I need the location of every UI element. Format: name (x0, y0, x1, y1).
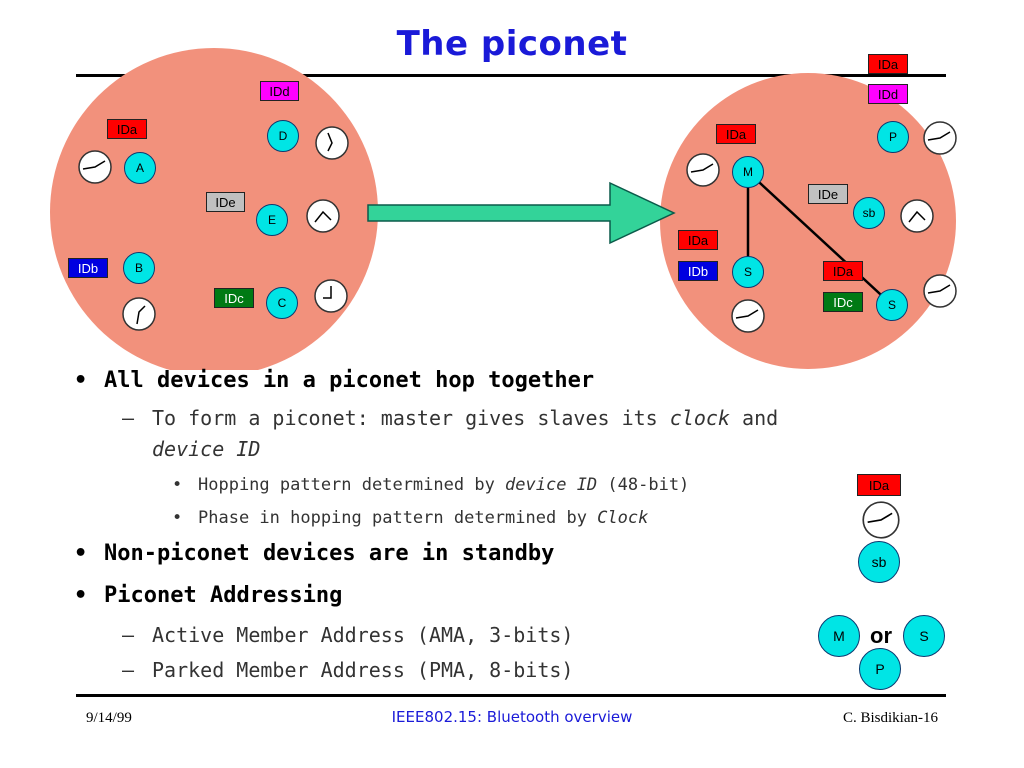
tag-idb: IDb (68, 258, 108, 278)
device-a: A (124, 152, 156, 184)
clock-icon (314, 279, 348, 313)
dash-marker: – (122, 623, 135, 647)
footer-title: IEEE802.15: Bluetooth overview (391, 708, 633, 726)
tag-idc: IDc (214, 288, 254, 308)
bullet-marker: • (172, 508, 183, 528)
legend-clock-icon (862, 501, 900, 539)
device-id-term: device ID (505, 475, 598, 495)
bullet-addressing: • Piconet Addressing (74, 583, 342, 608)
device-b: B (123, 252, 155, 284)
clock-icon (306, 199, 340, 233)
tag-idb-slave1: IDb (678, 261, 718, 281)
subsub-text: Phase in hopping pattern determined by (198, 508, 598, 528)
top-divider (76, 74, 946, 77)
bullet-text: All devices in a piconet hop together (104, 368, 595, 393)
device-p: P (877, 121, 909, 153)
subbullet-ama: –Active Member Address (AMA, 3-bits) (122, 623, 573, 647)
bullet-hop-together: • All devices in a piconet hop together (74, 368, 594, 393)
tag-ida-master: IDa (716, 124, 756, 144)
clock-icon (315, 126, 349, 160)
bullet-standby: • Non-piconet devices are in standby (74, 541, 554, 566)
dash-marker: – (122, 658, 135, 682)
legend-standby-node: sb (858, 541, 900, 583)
subbullet-form-piconet-line2: device ID (152, 437, 260, 461)
subbullet-text: Parked Member Address (PMA, 8-bits) (152, 658, 574, 682)
subbullet-text-cont: and (729, 406, 779, 430)
legend-ida-tag: IDa (857, 474, 901, 496)
tag-idd-top: IDd (868, 84, 908, 104)
device-slave1: S (732, 256, 764, 288)
bullet-marker: • (172, 475, 183, 495)
clock-icon (78, 150, 112, 184)
footer-page-number: C. Bisdikian-16 (842, 710, 938, 726)
legend-slave-node: S (903, 615, 945, 657)
legend-parked-node: P (859, 648, 901, 690)
tag-ide-standby: IDe (808, 184, 848, 204)
subsubbullet-phase: •Phase in hopping pattern determined by … (172, 508, 648, 528)
legend-or-text: or (870, 623, 892, 648)
tag-idc-slave2: IDc (823, 292, 863, 312)
device-d: D (267, 120, 299, 152)
clock-term: clock (669, 406, 730, 430)
slide-title: The piconet (396, 24, 628, 64)
subbullet-text: Active Member Address (AMA, 3-bits) (152, 623, 574, 647)
tag-ide: IDe (206, 192, 245, 212)
clock-icon (686, 153, 720, 187)
tag-ida: IDa (107, 119, 147, 139)
tag-ida-top: IDa (868, 54, 908, 74)
device-c: C (266, 287, 298, 319)
subsub-text-cont: (48-bit) (597, 475, 690, 495)
bullet-marker: • (74, 541, 88, 566)
tag-ida-slave2: IDa (823, 261, 863, 281)
bullet-text: Piconet Addressing (104, 583, 343, 608)
clock-icon (900, 199, 934, 233)
tag-idd: IDd (260, 81, 299, 101)
clock-icon (731, 299, 765, 333)
device-master: M (732, 156, 764, 188)
bullet-marker: • (74, 368, 88, 393)
subbullet-pma: –Parked Member Address (PMA, 8-bits) (122, 658, 573, 682)
clock-icon (923, 274, 957, 308)
bottom-divider (76, 694, 946, 697)
device-slave2: S (876, 289, 908, 321)
footer-date: 9/14/99 (86, 710, 132, 726)
subsub-text: Hopping pattern determined by (198, 475, 506, 495)
link-m-s2 (747, 171, 893, 306)
subbullet-form-piconet: –To form a piconet: master gives slaves … (122, 406, 778, 430)
device-standby: sb (853, 197, 885, 229)
subsubbullet-hopping-pattern: • Hopping pattern determined by device ID… (172, 475, 689, 495)
tag-ida-slave1: IDa (678, 230, 718, 250)
clock-icon (122, 297, 156, 331)
clock-term: Clock (597, 508, 649, 528)
bullet-text: Non-piconet devices are in standby (104, 541, 555, 566)
device-id-term: device ID (152, 437, 261, 461)
clock-icon (923, 121, 957, 155)
transition-arrow (367, 181, 676, 245)
subbullet-text: To form a piconet: master gives slaves i… (152, 406, 670, 430)
legend-master-node: M (818, 615, 860, 657)
dash-marker: – (122, 406, 135, 430)
bullet-marker: • (74, 583, 88, 608)
device-e: E (256, 204, 288, 236)
